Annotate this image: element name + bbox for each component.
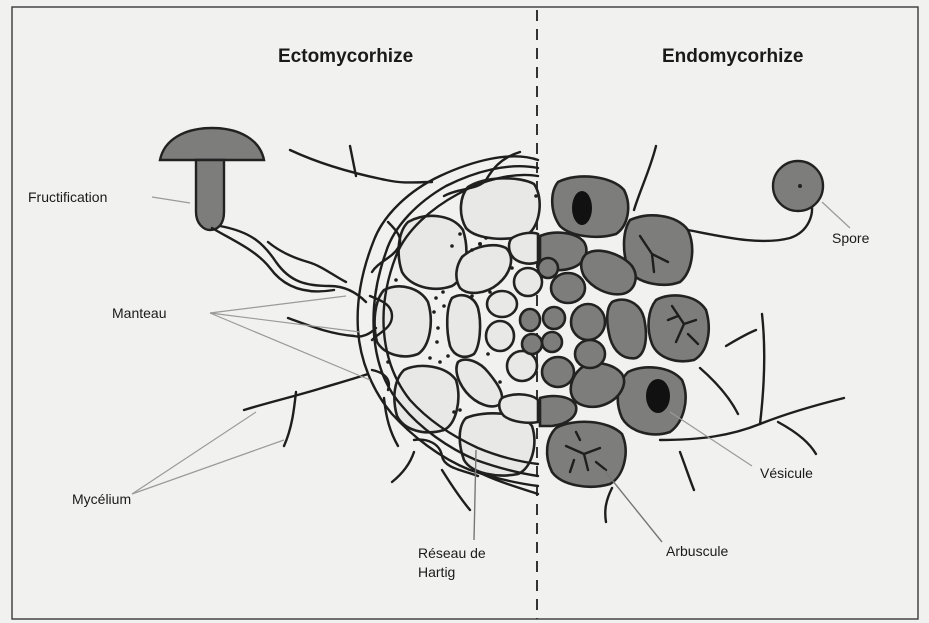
title-endomycorhize: Endomycorhize	[662, 46, 803, 67]
label-vesicule: Vésicule	[760, 465, 813, 481]
label-mycelium: Mycélium	[72, 491, 131, 507]
label-manteau: Manteau	[112, 305, 166, 321]
mushroom-fructification	[160, 128, 334, 291]
label-arbuscule: Arbuscule	[666, 543, 728, 559]
label-fructification: Fructification	[28, 189, 107, 205]
ecto-cells	[375, 178, 542, 475]
spore	[773, 161, 823, 211]
title-ectomycorhize: Ectomycorhize	[278, 46, 413, 67]
label-spore: Spore	[832, 230, 870, 246]
label-reseau-line1: Réseau de	[418, 545, 486, 561]
label-reseau-line2: Hartig	[418, 564, 455, 580]
